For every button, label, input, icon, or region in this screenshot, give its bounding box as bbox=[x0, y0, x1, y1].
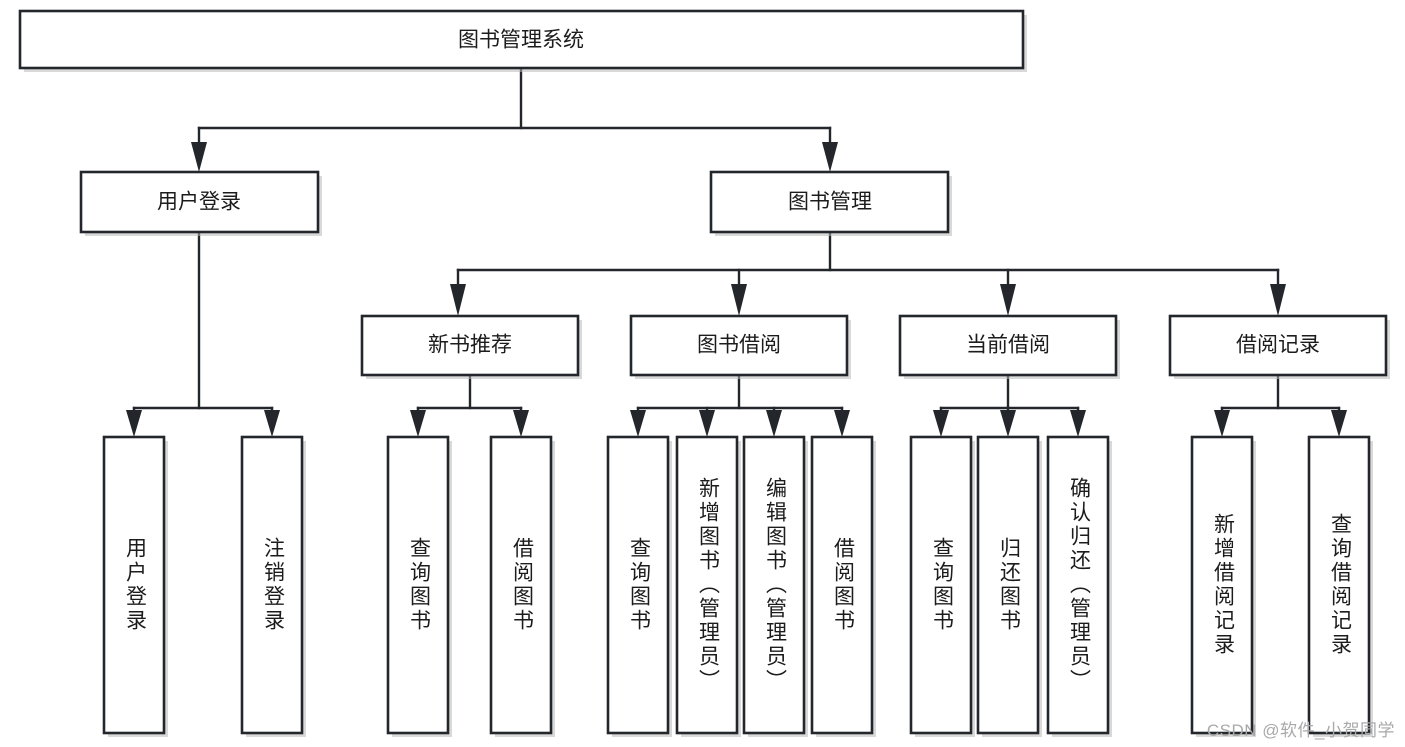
arrowhead-leaf-query-book-2 bbox=[630, 410, 646, 437]
arrowhead-leaf-add-record bbox=[1214, 410, 1230, 437]
node-book-borrow-label: 图书借阅 bbox=[697, 334, 781, 357]
node-leaf-borrow-book-1-box[interactable] bbox=[489, 435, 553, 735]
node-book-manage-box[interactable] bbox=[709, 170, 950, 234]
node-leaf-query-record-box[interactable] bbox=[1307, 435, 1371, 735]
node-current-borrow[interactable]: 当前借阅 bbox=[898, 314, 1120, 379]
node-user-login[interactable]: 用户登录 bbox=[79, 170, 322, 236]
arrowhead-book-borrow bbox=[731, 284, 747, 316]
node-leaf-edit-book-box[interactable] bbox=[742, 435, 806, 735]
node-leaf-query-book-2[interactable]: 查询图书 bbox=[606, 435, 672, 737]
node-leaf-add-record-label: 新增借阅记录 bbox=[1211, 513, 1235, 657]
node-leaf-query-book-3-box[interactable] bbox=[909, 435, 973, 735]
node-leaf-return-book-label: 归还图书 bbox=[997, 537, 1021, 633]
arrowhead-leaf-borrow-book-1 bbox=[513, 410, 529, 437]
node-borrow-record[interactable]: 借阅记录 bbox=[1168, 314, 1390, 379]
node-leaf-return-book[interactable]: 归还图书 bbox=[976, 435, 1042, 737]
node-leaf-borrow-book-2-label: 借阅图书 bbox=[831, 537, 855, 633]
node-new-book-rec-label: 新书推荐 bbox=[428, 334, 512, 357]
node-leaf-add-record[interactable]: 新增借阅记录 bbox=[1190, 435, 1256, 737]
node-leaf-query-book-1-box[interactable] bbox=[386, 435, 450, 735]
node-leaf-add-book[interactable]: 新增图书（管理员） bbox=[675, 435, 741, 737]
node-book-manage-label: 图书管理 bbox=[788, 191, 872, 214]
node-leaf-user-login-label: 用户登录 bbox=[123, 537, 147, 633]
node-leaf-add-record-box[interactable] bbox=[1190, 435, 1254, 735]
node-leaf-confirm-return-box[interactable] bbox=[1046, 435, 1110, 735]
arrowhead-new-book-rec bbox=[450, 284, 466, 316]
node-leaf-query-book-3[interactable]: 查询图书 bbox=[909, 435, 975, 737]
node-user-login-label: 用户登录 bbox=[157, 191, 241, 214]
node-leaf-query-book-2-box[interactable] bbox=[606, 435, 670, 735]
node-leaf-borrow-book-1[interactable]: 借阅图书 bbox=[489, 435, 555, 737]
node-leaf-confirm-return[interactable]: 确认归还（管理员） bbox=[1046, 435, 1112, 737]
node-leaf-add-book-label: 新增图书（管理员） bbox=[696, 477, 720, 693]
arrowhead-book-manage bbox=[822, 142, 838, 172]
edges-layer bbox=[126, 66, 1347, 437]
node-user-login-box[interactable] bbox=[79, 170, 320, 234]
arrowhead-leaf-borrow-book-2 bbox=[834, 410, 850, 437]
arrowhead-leaf-query-book-3 bbox=[933, 410, 949, 437]
node-book-borrow[interactable]: 图书借阅 bbox=[629, 314, 851, 379]
node-borrow-record-label: 借阅记录 bbox=[1236, 334, 1320, 357]
node-leaf-query-book-3-label: 查询图书 bbox=[930, 537, 954, 633]
arrowhead-leaf-logout bbox=[264, 410, 280, 437]
arrowhead-leaf-edit-book bbox=[766, 410, 782, 437]
node-leaf-query-record[interactable]: 查询借阅记录 bbox=[1307, 435, 1373, 737]
node-leaf-borrow-book-2[interactable]: 借阅图书 bbox=[810, 435, 876, 737]
arrowhead-borrow-record bbox=[1270, 284, 1286, 316]
node-leaf-edit-book[interactable]: 编辑图书（管理员） bbox=[742, 435, 808, 737]
arrowhead-current-borrow bbox=[1000, 284, 1016, 316]
node-leaf-user-login[interactable]: 用户登录 bbox=[102, 435, 168, 737]
arrowhead-leaf-query-book-1 bbox=[410, 410, 426, 437]
node-leaf-confirm-return-label: 确认归还（管理员） bbox=[1067, 477, 1091, 693]
watermark-text: CSDN @软件_小贺同学 bbox=[1206, 721, 1395, 740]
nodes-layer: 图书管理系统 用户登录 图书管理 新书推荐 bbox=[18, 9, 1390, 737]
arrowhead-user-login bbox=[191, 142, 207, 172]
node-book-manage[interactable]: 图书管理 bbox=[709, 170, 952, 236]
arrowhead-leaf-return-book bbox=[1000, 410, 1016, 437]
node-leaf-logout-label: 注销登录 bbox=[261, 537, 285, 633]
node-book-borrow-box[interactable] bbox=[629, 314, 849, 377]
node-leaf-query-book-1-label: 查询图书 bbox=[407, 537, 431, 633]
node-root-label: 图书管理系统 bbox=[458, 29, 584, 52]
arrowhead-leaf-confirm-return bbox=[1070, 410, 1086, 437]
node-root-box[interactable] bbox=[18, 9, 1025, 70]
node-leaf-logout[interactable]: 注销登录 bbox=[240, 435, 306, 737]
node-leaf-query-book-2-label: 查询图书 bbox=[627, 537, 651, 633]
node-root[interactable]: 图书管理系统 bbox=[18, 9, 1027, 72]
node-leaf-borrow-book-1-label: 借阅图书 bbox=[510, 537, 534, 633]
node-leaf-logout-box[interactable] bbox=[240, 435, 304, 735]
node-leaf-query-book-1[interactable]: 查询图书 bbox=[386, 435, 452, 737]
arrowhead-leaf-add-book bbox=[699, 410, 715, 437]
arrowhead-leaf-user-login bbox=[126, 410, 142, 437]
node-leaf-user-login-box[interactable] bbox=[102, 435, 166, 735]
node-leaf-edit-book-label: 编辑图书（管理员） bbox=[763, 477, 787, 693]
node-current-borrow-box[interactable] bbox=[898, 314, 1118, 377]
node-leaf-return-book-box[interactable] bbox=[976, 435, 1040, 735]
node-leaf-add-book-box[interactable] bbox=[675, 435, 739, 735]
node-borrow-record-box[interactable] bbox=[1168, 314, 1388, 377]
node-new-book-rec[interactable]: 新书推荐 bbox=[360, 314, 582, 379]
node-leaf-borrow-book-2-box[interactable] bbox=[810, 435, 874, 735]
arrowhead-leaf-query-record bbox=[1331, 410, 1347, 437]
node-new-book-rec-box[interactable] bbox=[360, 314, 580, 377]
node-current-borrow-label: 当前借阅 bbox=[966, 334, 1050, 357]
node-leaf-query-record-label: 查询借阅记录 bbox=[1328, 513, 1352, 657]
